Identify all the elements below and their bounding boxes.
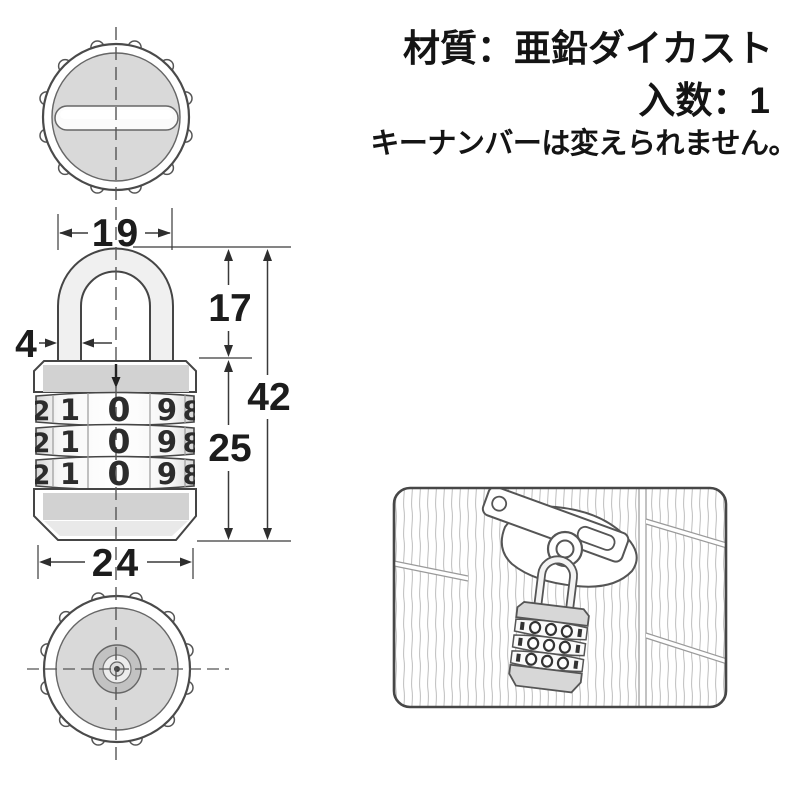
dial-digit: 2 bbox=[32, 460, 51, 491]
quantity-text: 入数：1 bbox=[638, 80, 770, 121]
dial-digit: 0 bbox=[108, 422, 131, 461]
extension-lines bbox=[37, 208, 291, 579]
dial-dividers bbox=[52, 393, 186, 489]
dial-digit: 2 bbox=[32, 428, 51, 459]
lock-bottom-view bbox=[27, 592, 229, 746]
dim-shackle-height: 17 bbox=[208, 287, 251, 330]
dial-digit: 1 bbox=[60, 425, 80, 459]
dim-shackle-diameter: 4 bbox=[15, 323, 37, 366]
dim-body-height: 25 bbox=[208, 427, 251, 470]
mini-padlock bbox=[508, 555, 590, 694]
dial-digit: 9 bbox=[157, 457, 177, 491]
dial-digit: 8 bbox=[183, 396, 202, 427]
dial-digit: 0 bbox=[108, 390, 131, 429]
dial-digit: 0 bbox=[108, 454, 131, 493]
alignment-pointer-icon bbox=[111, 364, 121, 388]
mini-top-cap bbox=[515, 601, 590, 627]
dim-total-height: 42 bbox=[247, 376, 290, 419]
dimension-arrows bbox=[39, 228, 272, 567]
dial-digit: 9 bbox=[157, 393, 177, 427]
dial-digit: 2 bbox=[32, 396, 51, 427]
material-text: 材質：亜鉛ダイカスト bbox=[403, 28, 773, 69]
dial-rows bbox=[35, 391, 195, 491]
mini-shackle bbox=[533, 555, 578, 611]
dial-digit: 1 bbox=[60, 457, 80, 491]
dial-digits: 2 1 0 9 8 2 1 0 9 8 2 1 0 9 8 bbox=[32, 390, 202, 493]
dimension-annotations: 19 17 4 42 25 24 bbox=[15, 208, 291, 585]
shackle bbox=[57, 247, 174, 363]
dial-digit: 8 bbox=[183, 460, 202, 491]
key-number-note-text: キーナンバーは変えられません。 bbox=[370, 128, 797, 160]
lock-front-view bbox=[33, 247, 197, 541]
illustration-frame bbox=[392, 486, 728, 709]
dial-digit: 9 bbox=[157, 425, 177, 459]
dial-digit: 1 bbox=[60, 393, 80, 427]
dim-body-width: 24 bbox=[92, 542, 141, 585]
usage-illustration bbox=[392, 486, 728, 709]
dim-shackle-width: 19 bbox=[92, 212, 141, 255]
board-joints bbox=[394, 488, 726, 707]
hinge-pin bbox=[491, 495, 508, 512]
strap-slot bbox=[576, 525, 616, 551]
dial-digit: 8 bbox=[183, 428, 202, 459]
dimension-lines bbox=[39, 232, 269, 563]
mini-dial-digits bbox=[515, 620, 583, 670]
mini-bottom-cap bbox=[508, 663, 583, 694]
